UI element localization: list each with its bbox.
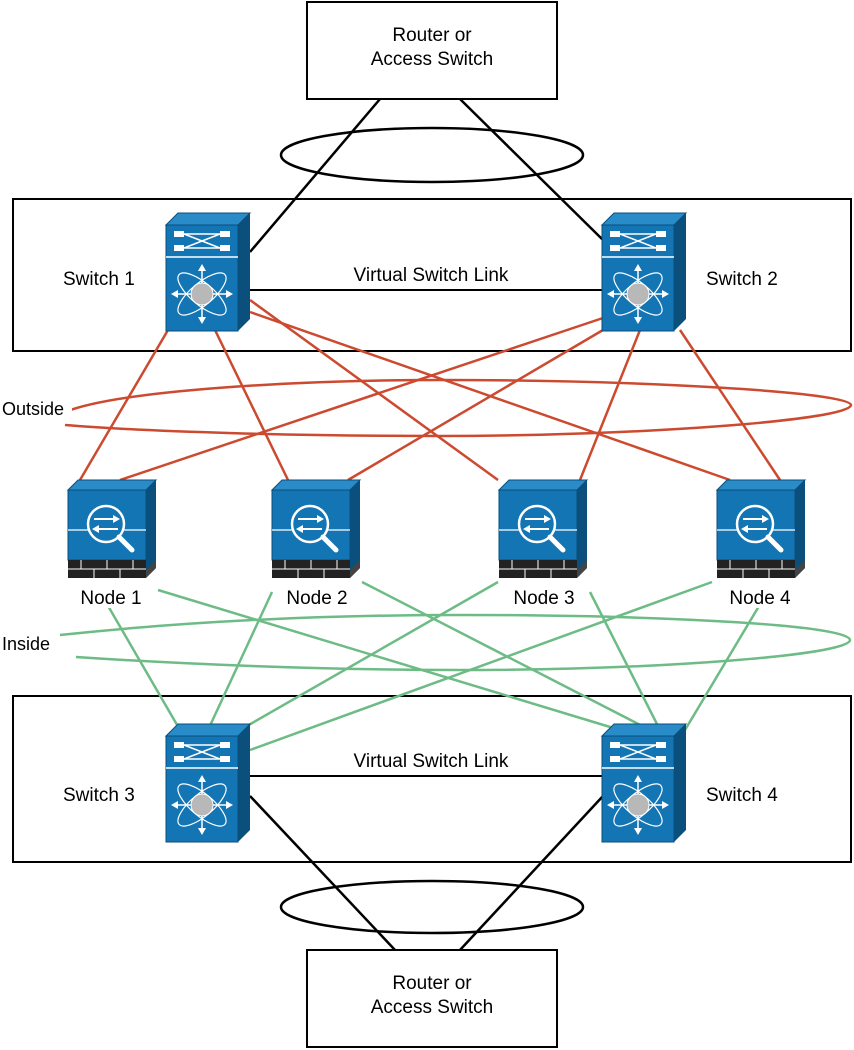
node-1-icon [68, 480, 156, 578]
vsl-top-label: Virtual Switch Link [354, 265, 509, 286]
inside-label: Inside [2, 634, 50, 654]
outside-label: Outside [2, 399, 64, 419]
switch-3-icon [165, 723, 251, 843]
node-2-label: Node 2 [286, 588, 347, 609]
router-top: Router or Access Switch [306, 1, 558, 100]
trunk-top [249, 98, 604, 253]
switch-pair-bottom-frame [12, 695, 852, 863]
vsl-bottom-label: Virtual Switch Link [354, 751, 509, 772]
router-bottom: Router or Access Switch [306, 949, 558, 1048]
node-2-icon [272, 480, 360, 578]
node-1-label: Node 1 [80, 588, 141, 609]
node-3-label: Node 3 [513, 588, 574, 609]
router-top-line1: Router or [392, 25, 472, 46]
node-4-icon [717, 480, 805, 578]
switch-1-icon [165, 212, 251, 332]
switch-2-icon [601, 212, 687, 332]
switch-3-label: Switch 3 [63, 785, 135, 806]
outside-links [64, 298, 853, 482]
trunk-bottom [249, 795, 604, 951]
node-4-label: Node 4 [729, 588, 791, 609]
router-top-line2: Access Switch [371, 49, 493, 70]
inside-links [59, 580, 852, 752]
switch-pair-top-frame [12, 198, 852, 352]
switch-2-label: Switch 2 [706, 269, 778, 290]
switch-4-icon [601, 723, 687, 843]
router-bottom-line2: Access Switch [371, 997, 493, 1018]
switch-1-label: Switch 1 [63, 269, 135, 290]
router-bottom-line1: Router or [392, 973, 472, 994]
node-3-icon [499, 480, 587, 578]
switch-4-label: Switch 4 [706, 785, 778, 806]
